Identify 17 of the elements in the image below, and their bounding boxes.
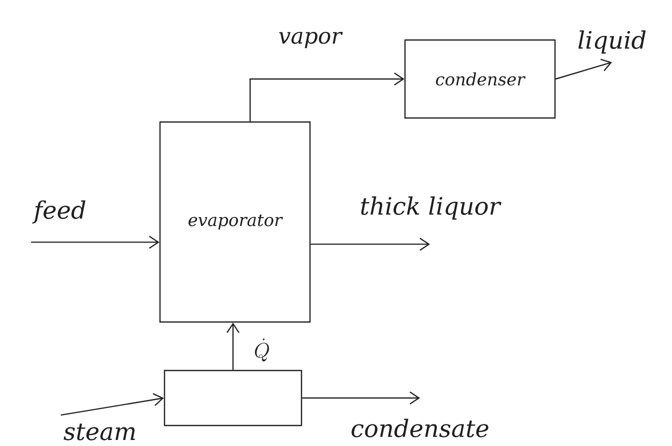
stream-label: condensate [352,418,488,438]
stream-label: feed [32,200,86,224]
arrow [31,236,160,249]
arrow [226,322,240,370]
heater-box [164,370,302,426]
arrow [250,72,404,122]
arrow [310,238,430,251]
arrow [302,391,420,404]
process-box: evaporator [159,121,311,323]
stream-label: thick liquor [361,196,502,220]
edge-label: vapor [279,32,343,48]
arrow [60,393,164,416]
edge-label: $\dot{Q}$ [254,338,270,362]
process-box: condenser [404,39,556,119]
stream-label: liquid [578,30,646,54]
stream-label: steam [64,424,135,440]
arrow [555,58,612,80]
